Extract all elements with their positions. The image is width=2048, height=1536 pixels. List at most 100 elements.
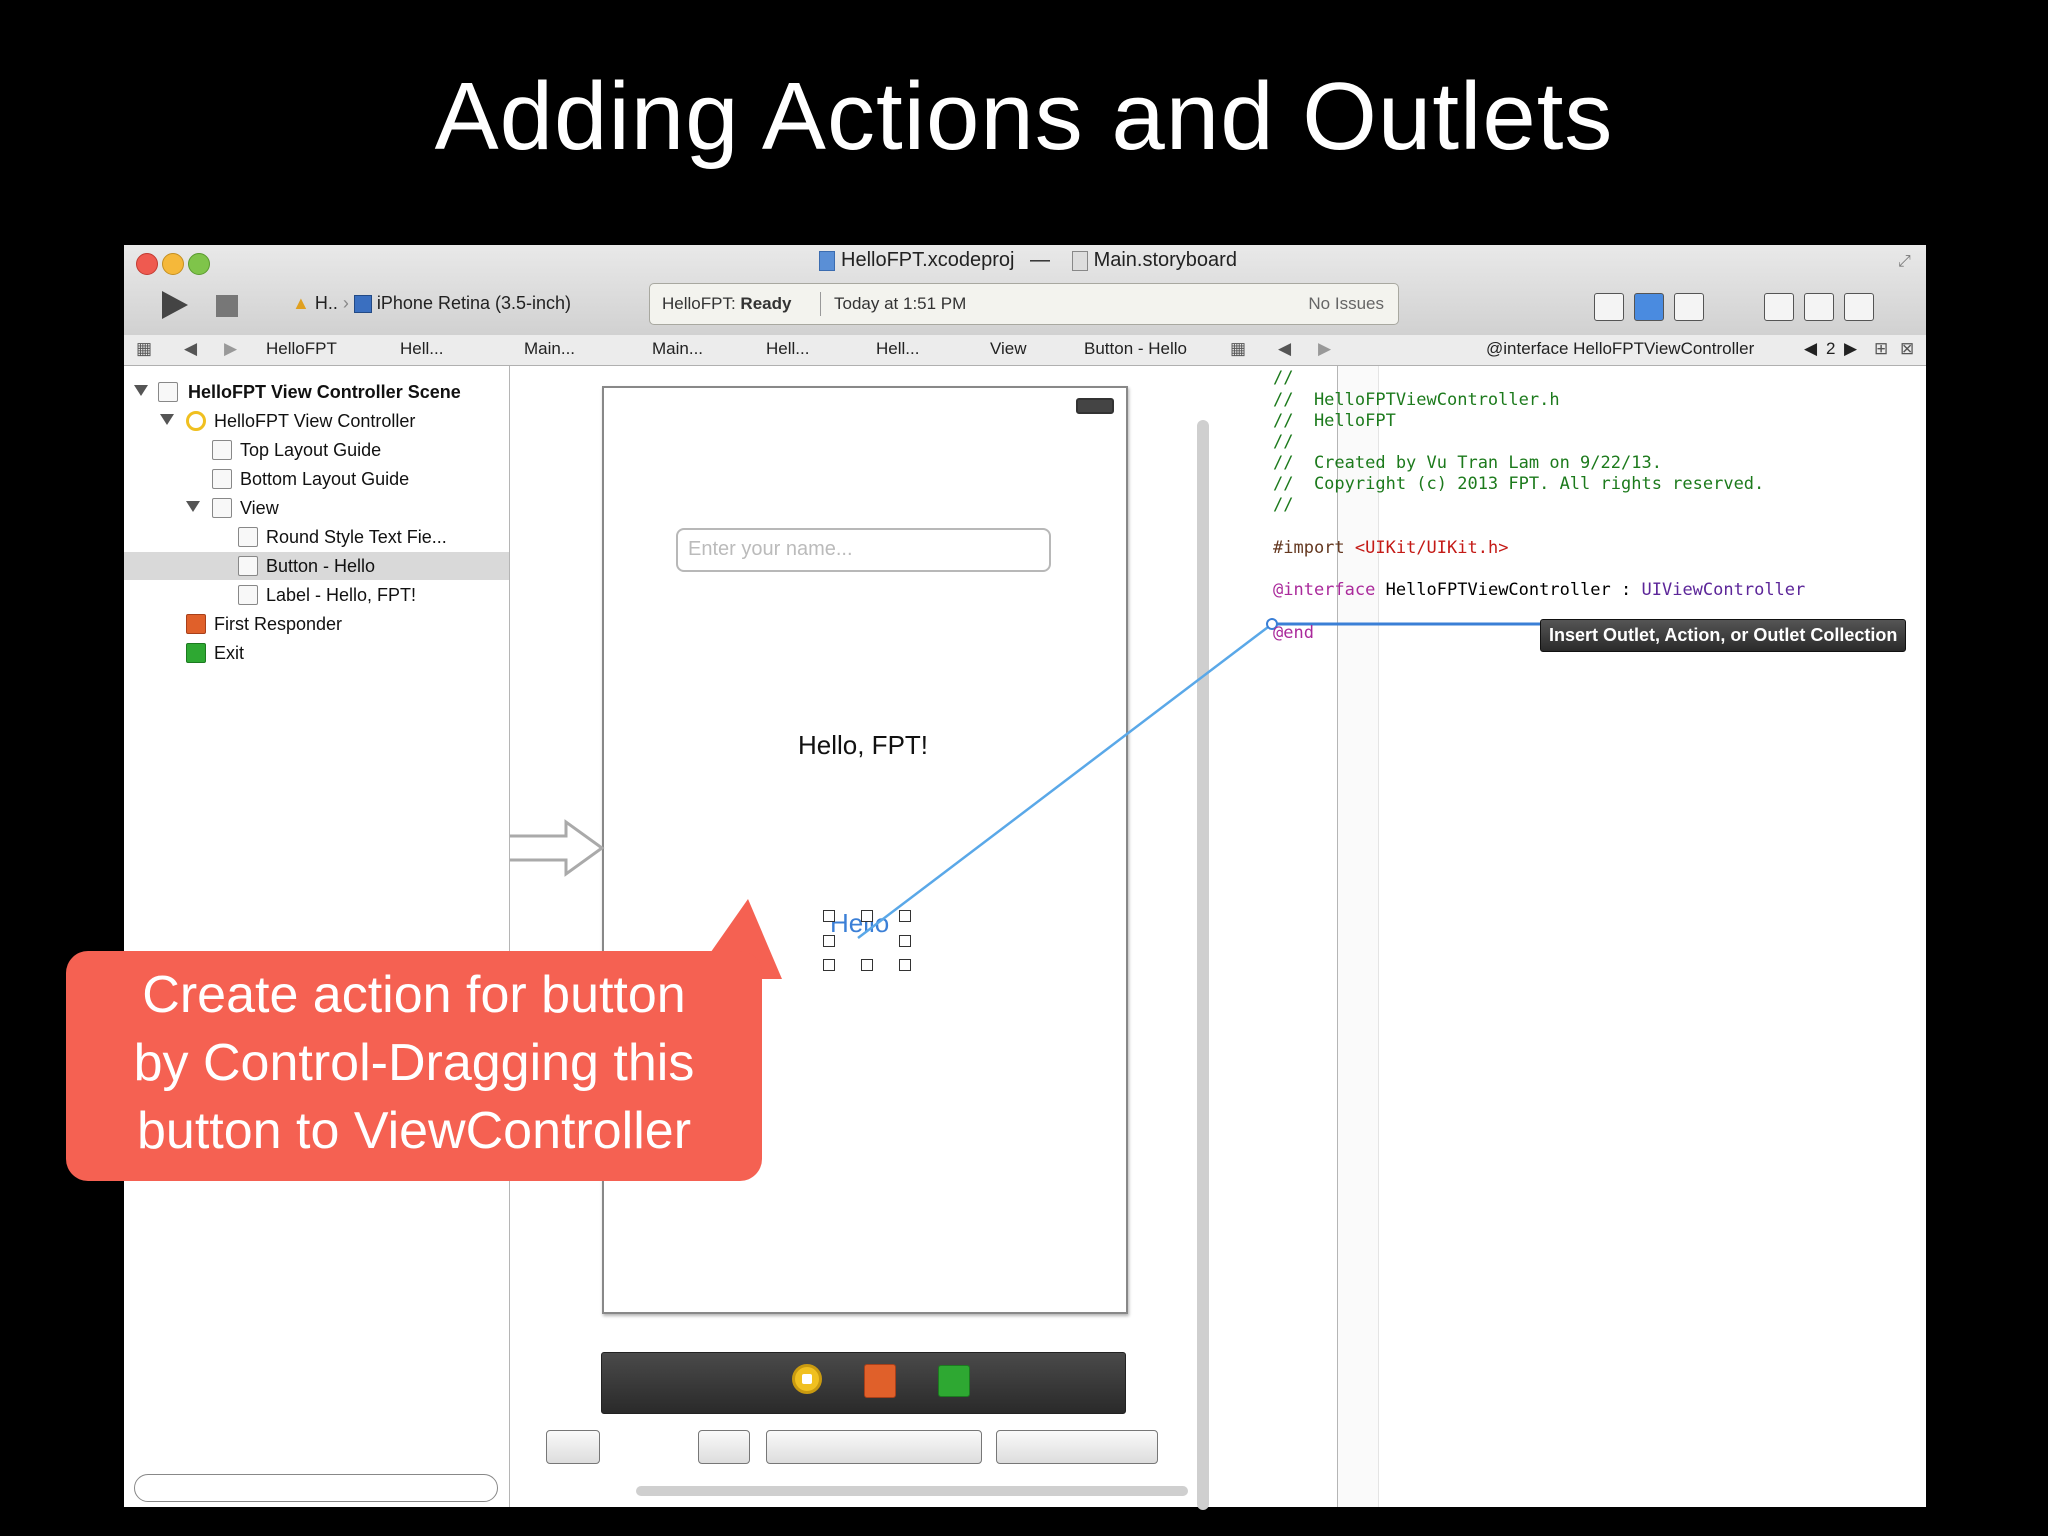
window-title: HelloFPT.xcodeproj — Main.storyboard — [124, 249, 1926, 272]
stop-button[interactable] — [216, 295, 238, 317]
jump-item-group[interactable]: Hell... — [400, 339, 444, 358]
outline-item-text-field[interactable]: Round Style Text Fie... — [124, 523, 509, 551]
hello-label[interactable]: Hello, FPT! — [797, 730, 929, 760]
view-controller-icon — [186, 411, 206, 431]
outline-item-label[interactable]: Label - Hello, FPT! — [124, 581, 509, 609]
assistant-forward-arrow-icon[interactable]: ▶ — [1318, 339, 1332, 358]
selection-handle[interactable] — [899, 910, 911, 922]
jump-item-project[interactable]: HelloFPT — [266, 339, 337, 358]
first-responder-dock-icon[interactable] — [864, 1364, 896, 1398]
outline-label: Round Style Text Fie... — [266, 527, 447, 547]
activity-project: HelloFPT: — [662, 294, 736, 313]
view-icon — [212, 498, 232, 518]
zoom-window-button[interactable] — [188, 253, 210, 275]
forward-arrow-icon[interactable]: ▶ — [224, 339, 238, 358]
outline-label: First Responder — [214, 614, 343, 634]
standard-editor-button[interactable] — [1594, 293, 1624, 321]
related-items-right-icon[interactable]: ▦ — [1230, 339, 1247, 358]
form-factor-button[interactable] — [698, 1430, 750, 1464]
related-items-icon[interactable]: ▦ — [136, 339, 153, 358]
import-file: <UIKit/UIKit.h> — [1354, 538, 1509, 558]
jump-item-view-controller[interactable]: Hell... — [876, 339, 920, 358]
outline-item-exit[interactable]: Exit — [124, 639, 509, 667]
code-line: // HelloFPT — [1273, 411, 1396, 431]
selection-handle[interactable] — [823, 959, 835, 971]
zoom-controls-group[interactable] — [996, 1430, 1158, 1464]
code-line: // Created by Vu Tran Lam on 9/22/13. — [1273, 453, 1662, 473]
scheme-name: H.. — [314, 293, 338, 313]
assistant-editor-button[interactable] — [1634, 293, 1664, 321]
editor-gutter — [1338, 366, 1379, 1507]
project-file-name: HelloFPT.xcodeproj — [841, 249, 1015, 272]
label-icon — [238, 585, 258, 605]
fullscreen-icon[interactable]: ⤢ — [1898, 253, 1911, 270]
outline-item-bottom-layout-guide[interactable]: Bottom Layout Guide — [124, 465, 509, 493]
selection-handle[interactable] — [823, 935, 835, 947]
code-interface-line: @interface HelloFPTViewController : UIVi… — [1273, 580, 1805, 600]
outline-item-first-responder[interactable]: First Responder — [124, 610, 509, 638]
jump-item-scene[interactable]: Hell... — [766, 339, 810, 358]
add-editor-icon[interactable]: ⊞ — [1874, 339, 1889, 358]
superclass-name: UIViewController — [1641, 580, 1806, 600]
disclosure-triangle-icon[interactable] — [186, 501, 200, 512]
selection-handle[interactable] — [899, 935, 911, 947]
close-editor-icon[interactable]: ⊠ — [1900, 339, 1915, 358]
code-line: // — [1273, 432, 1294, 452]
toggle-utilities-button[interactable] — [1844, 293, 1874, 321]
jump-item-button[interactable]: Button - Hello — [1084, 339, 1187, 358]
xcodeproj-icon — [819, 250, 836, 271]
title-separator: — — [1030, 249, 1050, 272]
outline-item-view-controller[interactable]: HelloFPT View Controller — [124, 407, 509, 435]
canvas-horizontal-scrollbar[interactable] — [636, 1486, 1188, 1496]
callout-line: button to ViewController — [136, 1102, 692, 1160]
layout-guide-icon — [212, 440, 232, 460]
name-text-field[interactable]: Enter your name... — [676, 528, 1051, 572]
end-keyword: @end — [1273, 623, 1314, 643]
chevron-right-icon: › — [342, 293, 349, 313]
version-editor-button[interactable] — [1674, 293, 1704, 321]
jump-item-storyboard-base[interactable]: Main... — [652, 339, 704, 358]
minimize-window-button[interactable] — [162, 253, 184, 275]
back-arrow-icon[interactable]: ◀ — [184, 339, 198, 358]
run-button[interactable] — [162, 291, 188, 319]
assistant-back-arrow-icon[interactable]: ◀ — [1278, 339, 1292, 358]
outline-item-view[interactable]: View — [124, 494, 509, 522]
disclosure-triangle-icon[interactable] — [160, 414, 174, 425]
issues-indicator[interactable]: No Issues — [1308, 294, 1384, 313]
jump-item-storyboard[interactable]: Main... — [524, 339, 576, 358]
interface-name: HelloFPTViewController : — [1385, 580, 1632, 600]
counterpart-next-icon[interactable]: ▶ — [1844, 339, 1858, 358]
close-window-button[interactable] — [136, 253, 158, 275]
outline-item-scene[interactable]: HelloFPT View Controller Scene — [124, 378, 509, 406]
selection-handle[interactable] — [823, 910, 835, 922]
canvas-vertical-scrollbar[interactable] — [1197, 420, 1209, 1510]
outline-label: Top Layout Guide — [240, 440, 382, 460]
outline-filter-field[interactable] — [134, 1474, 498, 1502]
jump-item-interface[interactable]: @interface HelloFPTViewController — [1486, 339, 1755, 358]
exit-dock-icon[interactable] — [938, 1365, 970, 1397]
counterpart-prev-icon[interactable]: ◀ — [1804, 339, 1818, 358]
instruction-callout: Create action for button by Control-Drag… — [66, 951, 762, 1181]
jump-item-view[interactable]: View — [990, 339, 1027, 358]
activity-status: HelloFPT: Ready — [662, 294, 791, 314]
toggle-debug-area-button[interactable] — [1804, 293, 1834, 321]
outline-label: HelloFPT View Controller Scene — [188, 382, 461, 402]
selection-handle[interactable] — [861, 910, 873, 922]
activity-viewer: HelloFPT: Ready Today at 1:51 PM No Issu… — [649, 283, 1399, 325]
battery-icon — [1076, 398, 1114, 414]
outline-item-button[interactable]: Button - Hello — [124, 552, 509, 580]
view-controller-dock-icon[interactable] — [792, 1364, 822, 1394]
layout-controls-group[interactable] — [766, 1430, 982, 1464]
disclosure-triangle-icon[interactable] — [134, 385, 148, 396]
device-name: iPhone Retina (3.5-inch) — [376, 293, 572, 313]
toggle-navigator-button[interactable] — [1764, 293, 1794, 321]
document-outline-toggle-button[interactable] — [546, 1430, 600, 1464]
scheme-selector[interactable]: ▲ H.. › iPhone Retina (3.5-inch) — [292, 293, 571, 314]
selection-handle[interactable] — [861, 959, 873, 971]
outline-item-top-layout-guide[interactable]: Top Layout Guide — [124, 436, 509, 464]
outline-label: View — [240, 498, 279, 518]
selection-handle[interactable] — [899, 959, 911, 971]
activity-time: Today at 1:51 PM — [834, 294, 967, 313]
layout-guide-icon — [212, 469, 232, 489]
hello-button[interactable]: Hello — [830, 908, 890, 938]
